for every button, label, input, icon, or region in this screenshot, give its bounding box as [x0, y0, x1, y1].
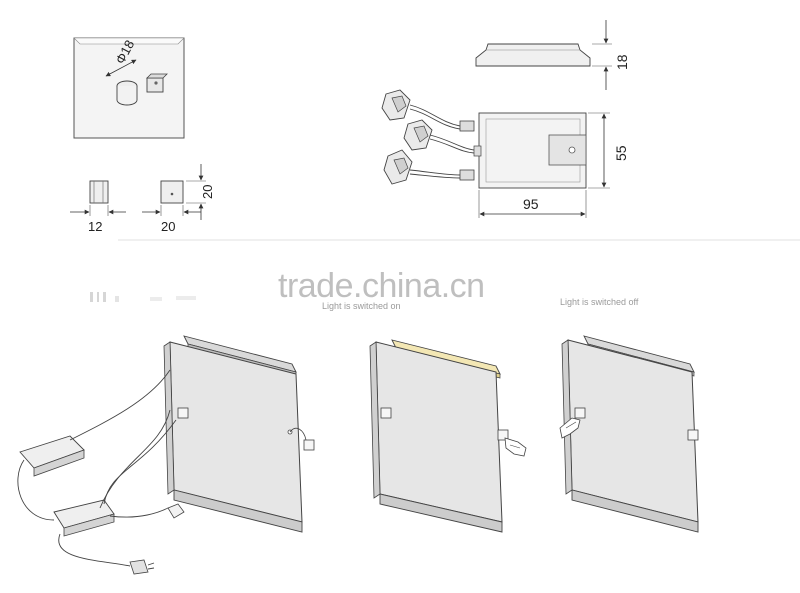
switch-side-view: 20 20 [142, 164, 215, 234]
driver-side-view: 18 [475, 20, 630, 90]
switch-mount-plate-drawing: Φ18 [73, 37, 185, 139]
switch-side-label: 20 [161, 219, 175, 234]
caption-panel-2: Light is switched on [322, 301, 401, 311]
switch-front-view: 12 [70, 180, 126, 234]
cabinet-door-panel-3 [559, 335, 699, 533]
watermark: trade.china.cn [278, 267, 485, 305]
switch-height-label: 20 [200, 185, 215, 199]
switch-1 [381, 89, 411, 121]
driver-height-label: 18 [614, 54, 630, 70]
driver-top-view: 55 95 [381, 89, 629, 218]
caption-panel-1 [90, 292, 196, 302]
driver-length-label: 95 [523, 196, 539, 212]
switch-2 [403, 119, 433, 151]
caption-panel-3: Light is switched off [560, 297, 639, 307]
driver-depth-label: 55 [613, 145, 629, 161]
switch-width-label: 12 [88, 219, 102, 234]
cabinet-door-panel-1 [17, 335, 315, 575]
cabinet-door-panel-2 [369, 339, 527, 533]
switch-3 [383, 149, 413, 185]
